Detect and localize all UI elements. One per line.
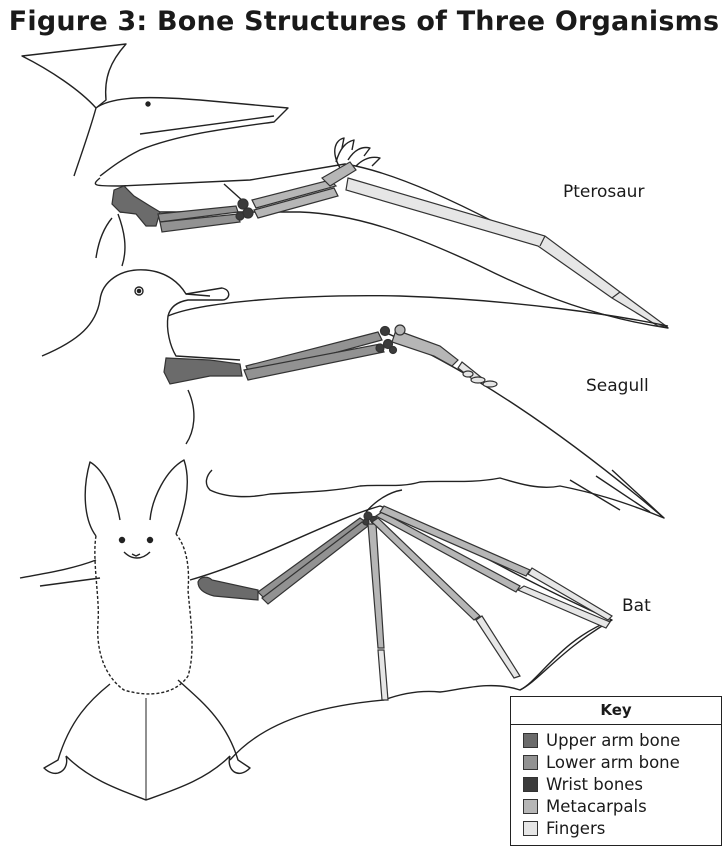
seagull-bones xyxy=(163,324,498,388)
key-item-label: Metacarpals xyxy=(546,796,647,816)
pterosaur-bones xyxy=(111,161,668,327)
bat-illustration xyxy=(19,459,613,801)
bat-label: Bat xyxy=(622,596,651,616)
key-item: Wrist bones xyxy=(523,774,643,794)
seagull-label: Seagull xyxy=(586,376,649,396)
key-item: Fingers xyxy=(523,818,605,838)
seagull-illustration xyxy=(41,269,669,519)
key-item: Lower arm bone xyxy=(523,752,680,772)
figure-title: Figure 3: Bone Structures of Three Organ… xyxy=(8,6,720,37)
key-item-label: Fingers xyxy=(546,818,606,838)
key-item-label: Upper arm bone xyxy=(546,730,681,750)
key-item-label: Lower arm bone xyxy=(546,752,680,772)
key-swatch xyxy=(523,798,538,814)
key-swatch xyxy=(523,754,538,770)
key-item: Metacarpals xyxy=(523,796,647,816)
key-heading: Key xyxy=(511,697,721,725)
bat-bones xyxy=(197,505,613,701)
pterosaur-label: Pterosaur xyxy=(563,182,645,202)
key-item-label: Wrist bones xyxy=(546,774,644,794)
key-swatch xyxy=(523,732,538,748)
key-swatch xyxy=(523,776,538,792)
key-item: Upper arm bone xyxy=(523,730,680,750)
key-swatch xyxy=(523,820,538,836)
